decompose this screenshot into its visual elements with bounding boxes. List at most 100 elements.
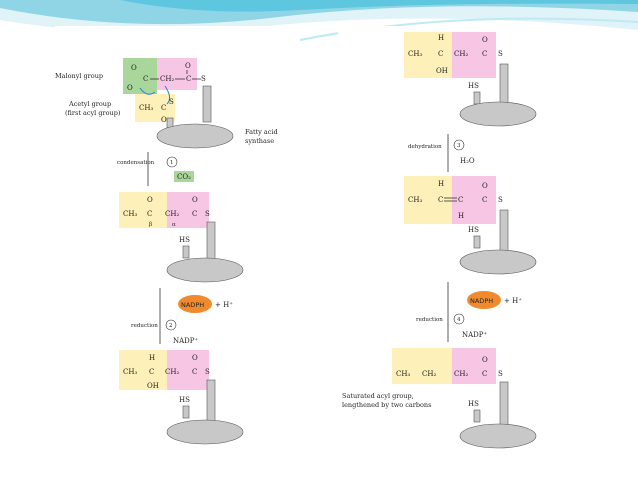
hydroxy-c: C — [149, 368, 154, 376]
keto-s: S — [205, 210, 210, 218]
saturated-yellow-box — [392, 348, 452, 384]
electron-arrow-1 — [139, 87, 156, 95]
r-acp-arm-1 — [499, 63, 509, 107]
acetyl-o: O — [161, 116, 167, 124]
malonyl-carboxyl-o-minus: O — [127, 84, 133, 92]
slide-banner — [0, 0, 638, 41]
hydroxyacyl-yellow-box — [119, 350, 167, 390]
malonyl-pink-box — [157, 58, 197, 90]
hydroxy-s: S — [205, 368, 210, 376]
co2-box — [174, 171, 194, 182]
r-hydroxy-oh: OH — [436, 67, 448, 75]
acp-arm-3 — [206, 379, 216, 423]
r-cys-arm-2 — [473, 235, 481, 249]
enoyl-c-alpha: C — [458, 196, 463, 204]
malonyl-group-label: Malonyl group — [55, 72, 103, 80]
sat-ch3: CH₃ — [396, 370, 410, 378]
alpha-label: α — [172, 222, 176, 228]
malonyl-s: S — [201, 75, 206, 83]
step1-label: condensation — [117, 160, 155, 166]
r-acp-arm-3 — [499, 381, 509, 427]
fatty-acid-synthase-3 — [166, 419, 244, 445]
step3-num: 3 — [457, 143, 461, 149]
cys-arm-2 — [182, 245, 190, 259]
sat-thioester-c: C — [482, 370, 487, 378]
banner-wave-front — [120, 0, 638, 12]
r-hydroxy-s: S — [498, 50, 503, 58]
hs-label-2: HS — [179, 396, 190, 404]
step4-num: 4 — [457, 317, 461, 323]
r-hydroxy-thioester-o: O — [482, 36, 488, 44]
hs-label-1: HS — [179, 236, 190, 244]
acp-arm-1 — [202, 85, 212, 123]
r-hydroxy-ch3: CH₃ — [408, 50, 422, 58]
left-diagram: Malonyl group Acetyl group (first acyl g… — [55, 58, 278, 445]
enoyl-thioester-o: O — [482, 182, 488, 190]
right-diagram: H CH₃ C CH₂ O C S OH HS dehydration 3 H₂… — [342, 32, 537, 449]
ketoacyl-yellow-box — [119, 192, 167, 228]
r-hydroxy-ch2: CH₂ — [454, 50, 468, 58]
step2-circle — [165, 319, 177, 331]
nadph-oval-2 — [467, 291, 501, 309]
enoyl-s: S — [498, 196, 503, 204]
step4-label: reduction — [416, 317, 443, 323]
nadph-oval-1 — [178, 295, 212, 313]
r-acp-arm-2 — [499, 209, 509, 255]
r-hs-label-3: HS — [468, 400, 479, 408]
plus-h-2: + H⁺ — [504, 297, 522, 305]
step2-num: 2 — [169, 323, 173, 329]
saturated-pink-box — [452, 348, 496, 384]
step2-label: reduction — [131, 323, 158, 329]
nadph-label-1: NADPH — [181, 301, 204, 309]
acetyl-c: C — [161, 104, 166, 112]
keto-ch3: CH₃ — [123, 210, 137, 218]
sat-ch2-a: CH₂ — [422, 370, 436, 378]
r-cys-arm-3 — [473, 409, 481, 423]
plus-h-1: + H⁺ — [215, 301, 233, 309]
ketoacyl-pink-box — [167, 192, 209, 228]
malonyl-thioester-c: C — [186, 75, 191, 83]
hydroxy-thioester-c: C — [192, 368, 197, 376]
sat-thioester-o: O — [482, 356, 488, 364]
beta-label: β — [149, 222, 152, 228]
fatty-acid-synthase-1 — [156, 123, 234, 149]
nadp-label-2: NADP⁺ — [462, 331, 488, 339]
product-label: Saturated acyl group, — [342, 392, 414, 400]
keto-ch2: CH₂ — [165, 210, 179, 218]
r-hydroxy-c: C — [438, 50, 443, 58]
nadp-label-1: NADP⁺ — [173, 337, 199, 345]
r-fatty-acid-synthase-3 — [459, 423, 537, 449]
malonyl-ch2: CH₂ — [160, 75, 174, 83]
product-label-2: lengthened by two carbons — [342, 401, 431, 409]
r-hs-label-1: HS — [468, 82, 479, 90]
step1-num: 1 — [170, 160, 174, 166]
step3-circle — [453, 139, 465, 151]
hydroxy-ch3: CH₃ — [123, 368, 137, 376]
acetyl-s: S — [169, 98, 174, 106]
keto-thioester-o: O — [192, 196, 198, 204]
malonyl-carboxyl-o: O — [131, 64, 137, 72]
hydroxy-oh: OH — [147, 382, 159, 390]
co2-label: CO₂ — [177, 173, 191, 181]
acetyl-yellow-box — [135, 94, 175, 122]
fas-label-2: synthase — [245, 137, 274, 145]
acetyl-group-sublabel: (first acyl group) — [65, 109, 121, 117]
malonyl-carboxyl-c: C — [143, 75, 148, 83]
hydroxy-h: H — [149, 354, 155, 362]
electron-arrow-2 — [164, 85, 171, 105]
enoyl-yellow-box — [404, 176, 452, 224]
enoyl-h-bottom: H — [458, 212, 464, 220]
keto-c-beta: C — [147, 210, 152, 218]
r-hydroxyacyl-yellow-box — [404, 32, 452, 78]
hydroxy-ch2: CH₂ — [165, 368, 179, 376]
keto-o: O — [147, 196, 153, 204]
r-fatty-acid-synthase-2 — [459, 249, 537, 275]
left-panel-steps-1-2: Malonyl group Acetyl group (first acyl g… — [55, 26, 296, 456]
r-hs-label-2: HS — [468, 226, 479, 234]
h2o-label: H₂O — [460, 157, 475, 165]
step1-circle — [166, 156, 178, 168]
sat-ch2-b: CH₂ — [454, 370, 468, 378]
acetyl-ch3: CH₃ — [139, 104, 153, 112]
step3-label: dehydration — [408, 144, 442, 150]
acetyl-group-label: Acetyl group — [68, 100, 111, 108]
